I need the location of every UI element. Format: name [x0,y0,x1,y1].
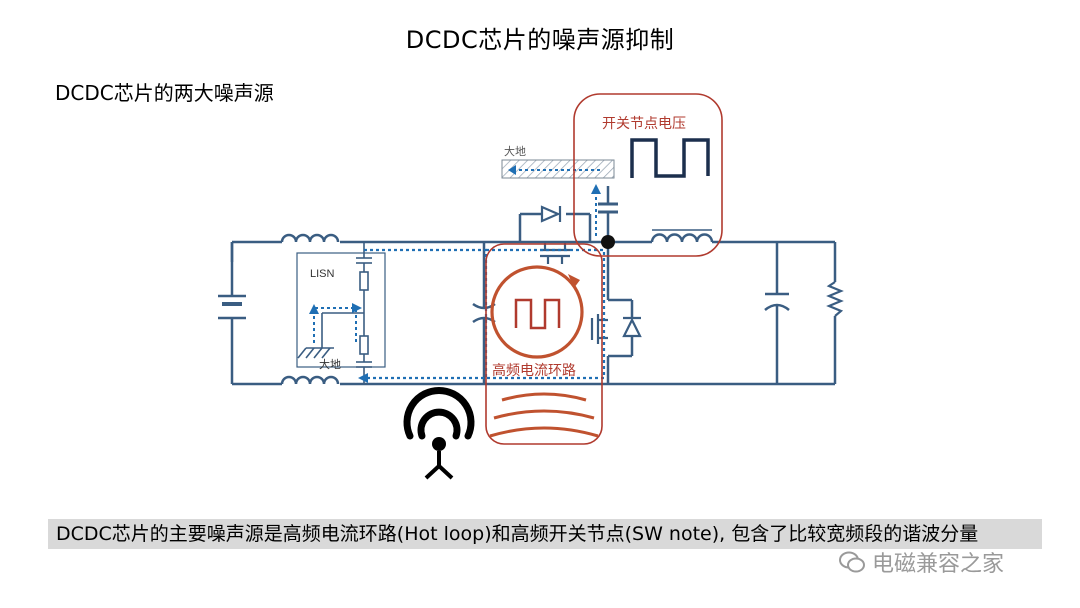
common-mode-arrowhead [358,373,368,383]
emission-waves [489,392,599,438]
hot-loop-pulse [514,298,561,330]
inductor-output [650,229,714,243]
watermark-text: 电磁兼容之家 [872,552,1005,577]
circuit-wiring [230,186,837,386]
lisn-current-path [313,307,357,344]
inductor-top [280,233,340,243]
switch-node-label: 开关节点电压 [602,115,686,131]
high-side-mosfet [540,243,570,264]
watermark: 电磁兼容之家 [838,546,1004,578]
inductor-bottom [280,375,340,385]
switch-node-region [573,93,723,257]
hot-loop-arrowhead [568,274,580,288]
lisn-arrowhead-a [309,304,319,314]
hot-loop-label: 高频电流环路 [492,362,576,378]
low-side-diode [622,316,642,338]
high-side-diode [540,205,562,223]
battery-symbol [218,294,246,320]
low-side-mosfet [590,314,608,344]
hot-loop-circle [490,265,584,359]
coupling-arrowhead [591,184,601,194]
coupling-capacitor [598,202,618,214]
page-title: DCDC芯片的噪声源抑制 [405,26,675,54]
subtitle: DCDC芯片的两大噪声源 [55,81,274,105]
load-resistor [826,281,844,317]
wechat-icon [839,551,865,573]
lisn-arrowhead-b [352,303,362,313]
switch-node-dot [601,235,615,249]
ground-top-label: 大地 [504,144,526,158]
output-capacitor [764,292,790,311]
ground-lisn-label: 大地 [319,357,341,371]
antenna-icon [403,386,475,440]
antenna-center [432,437,446,451]
lisn-label: LISN [310,268,335,280]
ground-return-arrowhead [508,165,516,175]
caption-bar: DCDC芯片的主要噪声源是高频电流环路(Hot loop)和高频开关节点(SW … [48,519,1042,549]
switch-node-waveform [630,138,710,178]
hot-loop-region [485,243,603,445]
antenna-stand [424,451,454,480]
